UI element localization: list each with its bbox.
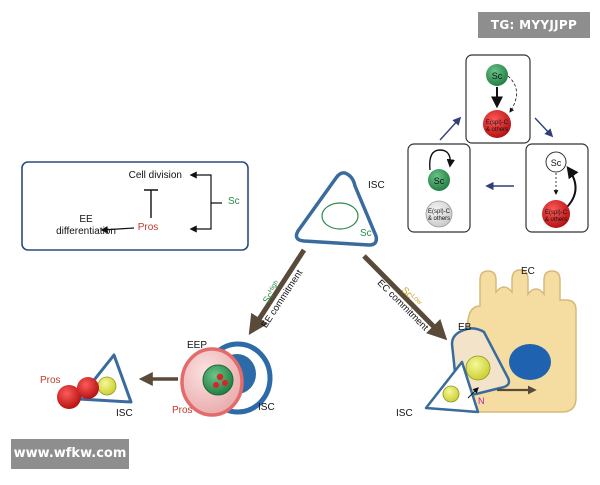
eb-label: EB: [458, 322, 472, 333]
isc-left-cluster: Pros ISC: [40, 353, 133, 419]
ee-label-line2: differentiation: [56, 226, 116, 237]
ec-commitment-text: ScLow EC commitment: [375, 278, 431, 334]
pros-left-label: Pros: [40, 375, 61, 386]
watermark-bottom: www.wfkw.com: [11, 439, 129, 469]
isc-left-label: ISC: [116, 408, 133, 419]
cycle-top-espl2: & others: [486, 127, 508, 133]
cycle-top-sc: Sc: [492, 71, 503, 81]
regulation-box: Cell division Sc Pros EE differentiation: [21, 161, 249, 251]
isc-top-cell: ISC Sc: [294, 171, 385, 247]
cycle-right-espl1: E(spl)-C: [545, 210, 568, 216]
isc-br-label: ISC: [396, 408, 413, 419]
cycle-left-espl2: & others: [428, 216, 450, 222]
ee-commitment-arrow: [248, 248, 307, 336]
ee-label-line1: EE: [79, 214, 93, 225]
cycle-arrow-top-to-right: [534, 117, 554, 138]
sc-top-label: Sc: [360, 228, 372, 239]
ec-eb-cluster: N EB EC ISC: [396, 266, 577, 419]
isc-top-label: ISC: [368, 180, 385, 191]
cycle-right-sc: Sc: [551, 158, 562, 168]
pros-to-ee-arrow: [100, 226, 135, 234]
eep-cluster: EEP Pros ISC: [172, 340, 275, 417]
sc-to-division-arrow: [189, 171, 222, 204]
n-label: N: [478, 396, 485, 406]
cycle-right-espl2: & others: [545, 217, 567, 223]
ec-label: EC: [521, 266, 535, 277]
feedback-cycle: Sc E(spl)-C & others Sc E(spl)-C & other…: [407, 54, 589, 233]
cycle-arrow-left-to-top: [439, 116, 462, 141]
pros-box-label: Pros: [138, 222, 159, 233]
cycle-left-espl1: E(spl)-C: [428, 209, 451, 215]
ec-commitment-label: EC commitment: [375, 278, 431, 334]
cycle-top-espl1: E(spl)-C: [486, 120, 509, 126]
sc-high-base: Sc: [261, 290, 276, 305]
cycle-left-sc: Sc: [434, 176, 445, 186]
pros-eep-label: Pros: [172, 405, 193, 416]
eep-label: EEP: [187, 340, 207, 351]
ec-commitment-arrow: [362, 254, 448, 341]
sc-to-pros-arrow: [189, 203, 212, 233]
notch-arrow: [467, 387, 479, 399]
pros-inhibits-division: [144, 189, 158, 218]
cell-division-label: Cell division: [129, 170, 182, 181]
isc-eep-label: ISC: [258, 402, 275, 413]
sc-box-label: Sc: [228, 196, 240, 207]
watermark-top: TG: MYYJJPP: [478, 12, 590, 38]
